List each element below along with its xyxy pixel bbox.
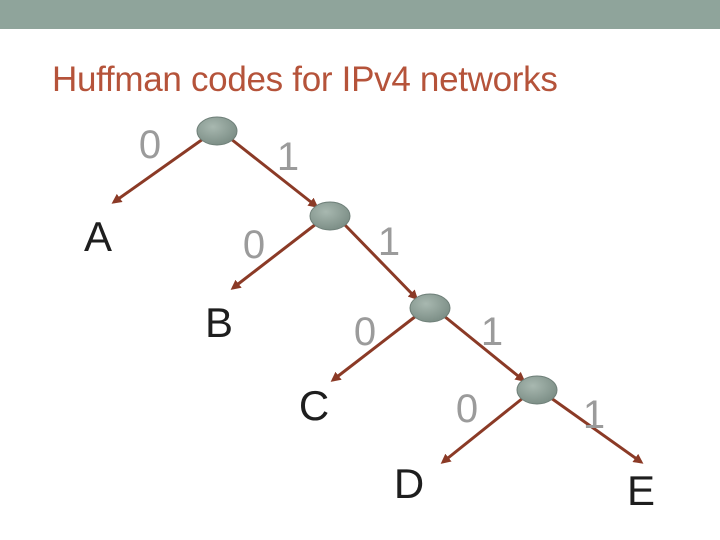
leaf-label-B: B xyxy=(205,299,233,346)
edge-n3-C xyxy=(330,314,417,382)
bit-label-n3-C: 0 xyxy=(354,310,376,354)
bit-label-n1-n2: 1 xyxy=(277,135,299,179)
edge-n3-n4 xyxy=(443,314,526,382)
bit-label-n1-A: 0 xyxy=(139,123,161,167)
edge-n4-E xyxy=(550,396,644,464)
edge-n2-n3 xyxy=(342,222,419,301)
leaf-label-C: C xyxy=(299,382,329,429)
edge-n1-n2 xyxy=(230,137,319,208)
slide-title: Huffman codes for IPv4 networks xyxy=(52,60,558,99)
bit-label-n4-D: 0 xyxy=(456,387,478,431)
leaf-label-A: A xyxy=(84,213,112,260)
tree-node-n3 xyxy=(409,293,451,323)
tree-node-n2 xyxy=(309,201,351,231)
leaf-label-D: D xyxy=(394,460,424,507)
top-accent-bar xyxy=(0,0,720,29)
tree-node-n1 xyxy=(196,116,238,146)
edge-n4-D xyxy=(440,396,524,464)
edge-n2-B xyxy=(230,222,317,290)
tree-node-n4 xyxy=(516,375,558,405)
bit-label-n2-n3: 1 xyxy=(378,220,400,264)
leaf-label-E: E xyxy=(627,467,655,514)
bit-label-n4-E: 1 xyxy=(583,393,605,437)
bit-label-n3-n4: 1 xyxy=(481,310,503,354)
edge-n1-A xyxy=(111,137,204,204)
bit-label-n2-B: 0 xyxy=(243,223,265,267)
